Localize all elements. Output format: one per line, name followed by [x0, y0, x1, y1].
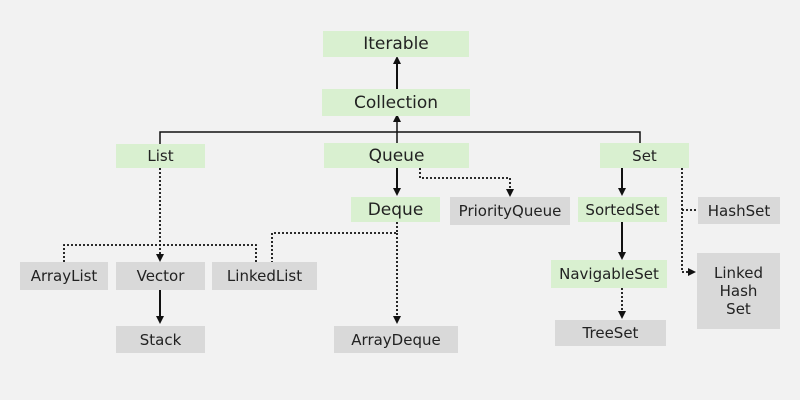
- node-linkedhashset: Linked Hash Set: [697, 253, 780, 329]
- node-collection: Collection: [322, 89, 470, 116]
- node-priorityqueue: PriorityQueue: [450, 197, 570, 225]
- edge-bus-collection: [159, 131, 641, 144]
- node-list: List: [116, 144, 205, 168]
- node-linkedhashset-line-1: Linked: [714, 264, 763, 282]
- node-sortedset: SortedSet: [578, 197, 667, 222]
- node-linkedhashset-line-3: Set: [726, 300, 751, 318]
- node-hashset: HashSet: [698, 197, 780, 224]
- node-arraylist: ArrayList: [20, 262, 108, 290]
- node-treeset: TreeSet: [555, 320, 666, 346]
- edge-deque-linkedlist: [271, 222, 398, 262]
- node-linkedlist: LinkedList: [212, 262, 317, 290]
- edge-set-linkedhashset: [681, 168, 696, 276]
- node-iterable: Iterable: [323, 31, 469, 57]
- node-set: Set: [600, 143, 689, 168]
- node-navigableset: NavigableSet: [551, 260, 667, 288]
- node-arraydeque: ArrayDeque: [334, 326, 458, 353]
- node-deque: Deque: [351, 197, 440, 222]
- node-vector: Vector: [116, 262, 205, 290]
- edge-queue-priorityqueue: [419, 168, 514, 197]
- edge-list-arraylist-linkedlist: [63, 244, 257, 262]
- node-stack: Stack: [116, 326, 205, 353]
- node-queue: Queue: [324, 143, 469, 168]
- node-linkedhashset-line-2: Hash: [719, 282, 758, 300]
